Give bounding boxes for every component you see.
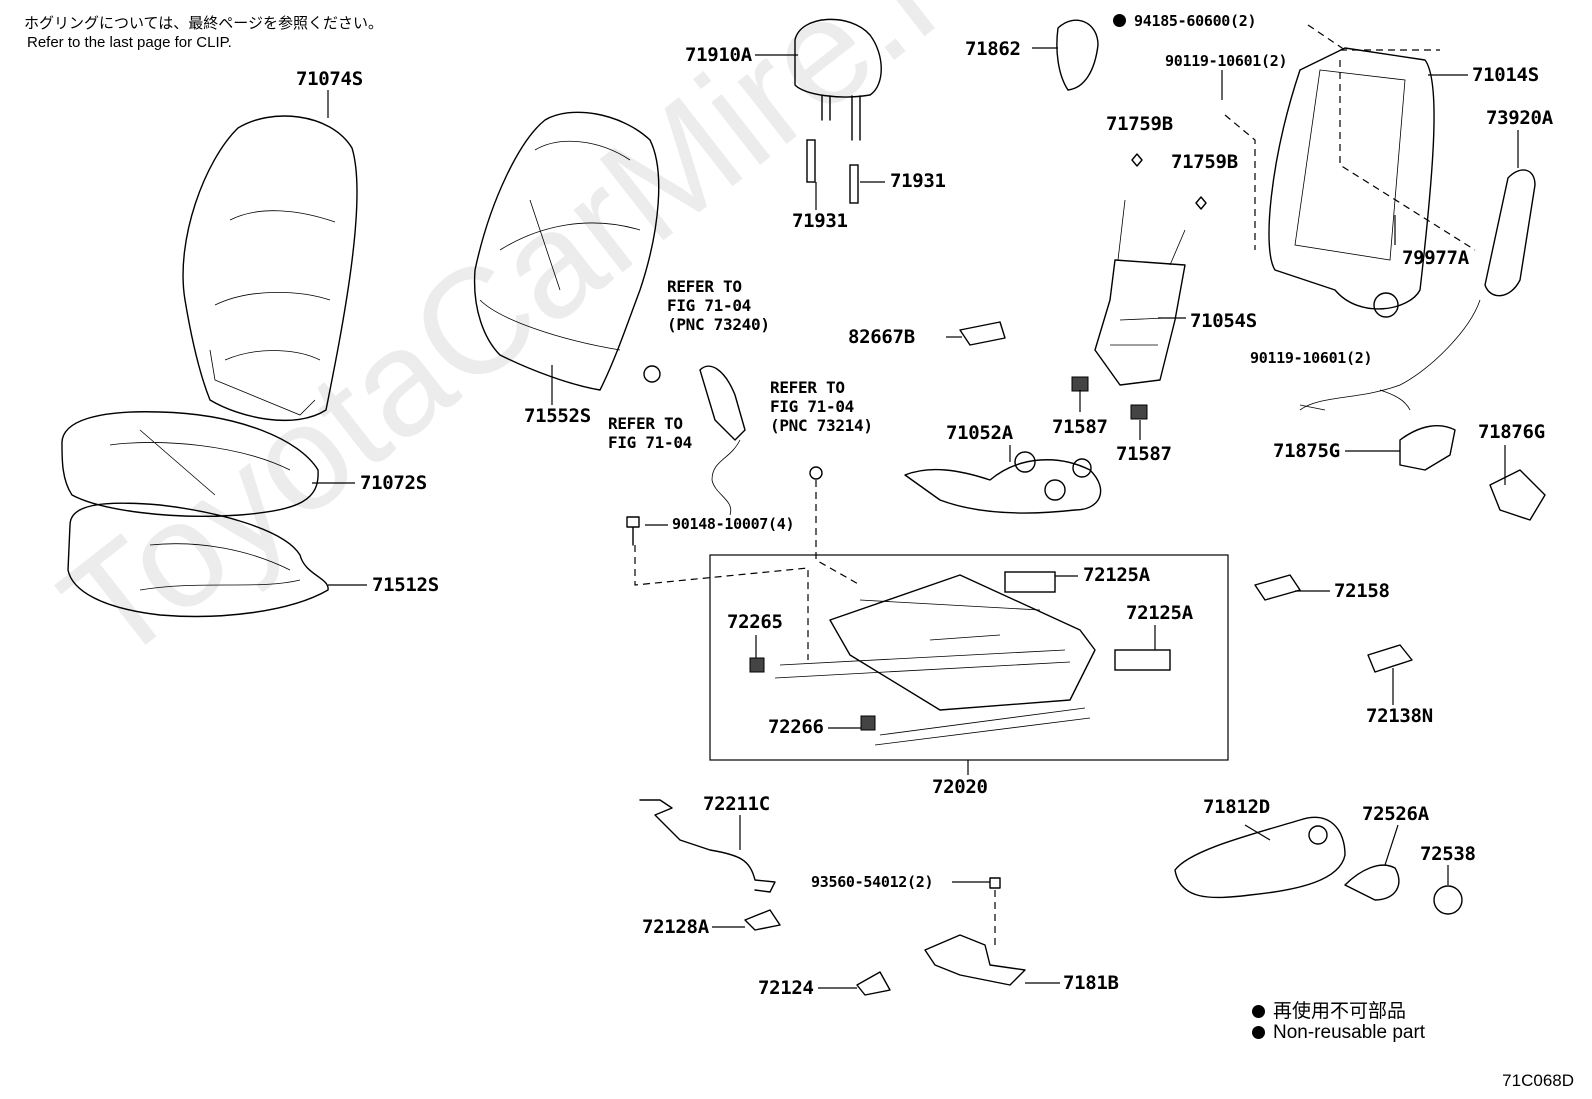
leader-lines — [312, 47, 1519, 989]
part-label[interactable]: 90148-10007(4) — [672, 515, 795, 533]
seat-track-group-frame — [709, 554, 1229, 761]
part-label[interactable]: 71552S — [524, 405, 591, 427]
part-label[interactable]: 82667B — [848, 326, 915, 348]
clip — [1071, 376, 1089, 392]
non-reusable-dot-icon — [1252, 1026, 1265, 1039]
side-airbag — [1484, 169, 1536, 297]
part-label[interactable]: 93560-54012(2) — [811, 873, 934, 891]
part-label[interactable]: 71876G — [1478, 421, 1545, 443]
legend-en: Non-reusable part — [1252, 1022, 1425, 1044]
part-label[interactable]: 7181B — [1063, 972, 1119, 994]
part-label[interactable]: 72138N — [1366, 705, 1433, 727]
part-label[interactable]: 71074S — [296, 68, 363, 90]
part-label[interactable]: 71587 — [1116, 443, 1172, 465]
legend-jp: 再使用不可部品 — [1252, 996, 1406, 1023]
lumbar-support — [1094, 199, 1186, 386]
part-label[interactable]: 72125A — [1126, 602, 1193, 624]
non-reusable-dot-icon — [1252, 1005, 1265, 1018]
part-label[interactable]: 71014S — [1472, 64, 1539, 86]
part-label[interactable]: 72538 — [1420, 843, 1476, 865]
part-label[interactable]: 71910A — [685, 44, 752, 66]
part-label[interactable]: 71759B — [1106, 113, 1173, 135]
part-label[interactable]: 72125A — [1083, 564, 1150, 586]
side-cover — [1056, 19, 1099, 91]
seat-cushion-cover — [61, 411, 319, 517]
part-label[interactable]: 71052A — [946, 422, 1013, 444]
part-label[interactable]: 90119-10601(2) — [1250, 349, 1373, 367]
part-label[interactable]: 71862 — [965, 38, 1021, 60]
part-label[interactable]: 72265 — [727, 611, 783, 633]
part-label[interactable]: 71072S — [360, 472, 427, 494]
side-shield — [1174, 816, 1346, 899]
seat-cushion-pad — [67, 502, 329, 618]
part-label[interactable]: 72128A — [642, 916, 709, 938]
reference-note[interactable]: REFER TO FIG 71-04 — [608, 414, 692, 452]
bracket — [959, 321, 1006, 346]
part-label[interactable]: 73920A — [1486, 107, 1553, 129]
non-reusable-dot-icon — [1113, 14, 1126, 27]
header-note-jp: ホグリングについては、最終ページを参照ください。 — [24, 15, 383, 32]
part-label[interactable]: 94185-60600(2) — [1113, 14, 1257, 29]
part-label[interactable]: 72266 — [768, 716, 824, 738]
wire-harness — [904, 451, 1102, 514]
part-label[interactable]: 71875G — [1273, 440, 1340, 462]
part-label[interactable]: 71931 — [890, 170, 946, 192]
part-label[interactable]: 90119-10601(2) — [1165, 52, 1288, 70]
reference-note[interactable]: REFER TO FIG 71-04 (PNC 73240) — [667, 277, 770, 334]
seat-back-pad — [473, 111, 660, 391]
part-label[interactable]: 79977A — [1402, 247, 1469, 269]
part-label[interactable]: 71587 — [1052, 416, 1108, 438]
part-label[interactable]: 71931 — [792, 210, 848, 232]
headrest — [794, 18, 882, 204]
part-label[interactable]: 72020 — [932, 776, 988, 798]
seat-back-cover — [182, 115, 358, 421]
seat-back-frame — [1268, 47, 1435, 318]
part-label[interactable]: 72526A — [1362, 803, 1429, 825]
header-note-en: Refer to the last page for CLIP. — [27, 34, 232, 51]
part-label[interactable]: 72124 — [758, 977, 814, 999]
seat-track — [774, 574, 1096, 746]
part-label[interactable]: 72158 — [1334, 580, 1390, 602]
reference-note[interactable]: REFER TO FIG 71-04 (PNC 73214) — [770, 378, 873, 435]
part-label[interactable]: 71759B — [1171, 151, 1238, 173]
part-label[interactable]: 71812D — [1203, 796, 1270, 818]
clip — [1130, 404, 1148, 420]
part-label[interactable]: 71054S — [1190, 310, 1257, 332]
figure-code: 71C068D — [1502, 1071, 1574, 1090]
part-label[interactable]: 71512S — [372, 574, 439, 596]
part-label[interactable]: 72211C — [703, 793, 770, 815]
